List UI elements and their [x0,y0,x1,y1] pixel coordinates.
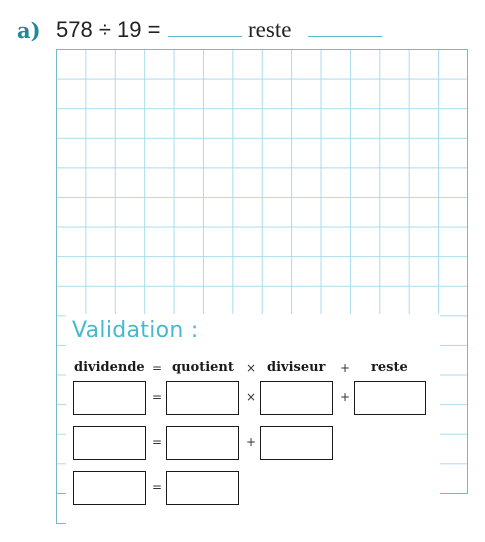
exercise-header: a) 578 ÷ 19 = reste [0,14,485,50]
reste-label: reste [248,17,292,42]
row2-product-box[interactable] [166,426,239,460]
row2-reste-box[interactable] [260,426,333,460]
validation-headers: dividende = quotient × diviseur + reste [66,360,440,378]
reste-answer-line[interactable] [308,36,382,37]
header-dividende: dividende [74,360,145,375]
row2-dividende-box[interactable] [73,426,146,460]
header-equals: = [152,361,163,375]
row1-equals: = [152,390,163,404]
row3-equals: = [152,480,163,494]
header-plus: + [340,361,351,375]
header-times: × [246,361,257,375]
header-diviseur: diviseur [267,360,326,375]
diviseur-box[interactable] [260,381,333,415]
row1-plus: + [340,390,351,404]
validation-row-2: = + [66,426,440,462]
division-expression: 578 ÷ 19 = [56,17,161,42]
validation-row-1: = × + [66,381,440,417]
header-quotient: quotient [172,360,234,375]
header-reste: reste [371,360,408,375]
reste-box[interactable] [354,381,426,415]
part-label: a) [17,18,41,43]
validation-title: Validation : [72,318,199,343]
validation-row-3: = [66,471,440,507]
dividende-box[interactable] [73,381,146,415]
row3-result-box[interactable] [166,471,239,505]
quotient-answer-line[interactable] [168,36,242,37]
row2-equals: = [152,435,163,449]
row1-times: × [246,390,257,404]
row2-plus: + [246,435,257,449]
row3-dividende-box[interactable] [73,471,146,505]
quotient-box[interactable] [166,381,239,415]
validation-panel: Validation : dividende = quotient × divi… [66,314,440,524]
